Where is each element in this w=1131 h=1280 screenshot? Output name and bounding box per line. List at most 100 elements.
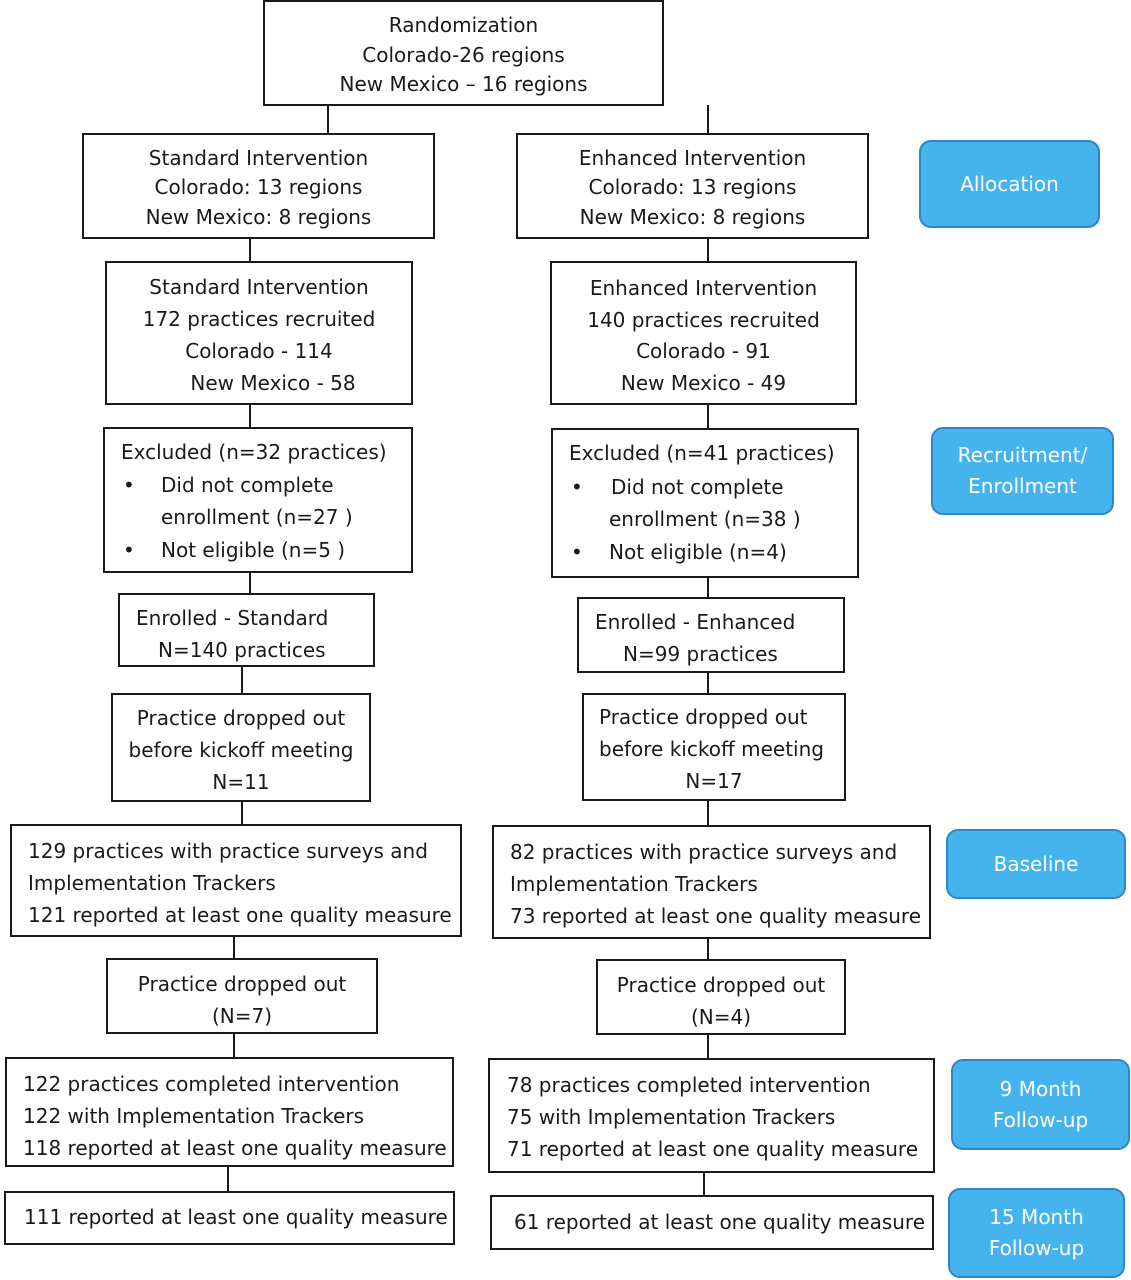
standard-allocation-colorado: Colorado: 13 regions <box>154 175 363 199</box>
enhanced-dropped-kickoff-line-2: before kickoff meeting <box>599 737 824 761</box>
standard-enrolled-title: Enrolled - Standard <box>136 606 329 630</box>
standard-followup9-line-1: 122 practices completed intervention <box>23 1072 400 1096</box>
standard-dropped-box: Practice dropped out (N=7) <box>106 958 378 1034</box>
enhanced-baseline-box: 82 practices with practice surveys and I… <box>492 825 931 939</box>
enhanced-enrolled-box: Enrolled - Enhanced N=99 practices <box>577 597 845 673</box>
connector-left-1 <box>249 238 251 262</box>
standard-allocation-title: Standard Intervention <box>148 146 369 170</box>
standard-excluded-box: Excluded (n=32 practices) • Did not comp… <box>103 427 413 573</box>
standard-excluded-bullet-2: • <box>123 538 135 562</box>
enhanced-excluded-item-1-line-2: enrollment (n=38 ) <box>609 507 801 531</box>
enhanced-dropped-count: (N=4) <box>690 1005 752 1029</box>
connector-left-7 <box>233 1033 235 1058</box>
standard-baseline-line-2: Implementation Trackers <box>28 871 276 895</box>
standard-baseline-line-3: 121 reported at least one quality measur… <box>28 903 452 927</box>
randomization-colorado: Colorado-26 regions <box>362 43 565 67</box>
enhanced-excluded-item-1-line-1: Did not complete <box>611 475 784 499</box>
connector-randomization-stem-right <box>707 105 709 133</box>
enhanced-excluded-box: Excluded (n=41 practices) • Did not comp… <box>551 428 859 578</box>
standard-dropped-kickoff-line-1: Practice dropped out <box>136 706 346 730</box>
enhanced-allocation-box: Enhanced Intervention Colorado: 13 regio… <box>516 133 869 239</box>
enhanced-excluded-bullet-1: • <box>571 475 583 499</box>
standard-recruited-colorado: Colorado - 114 <box>185 339 333 363</box>
enhanced-recruited-box: Enhanced Intervention 140 practices recr… <box>550 261 857 405</box>
connector-right-3 <box>707 577 709 598</box>
randomization-new-mexico: New Mexico – 16 regions <box>339 72 588 96</box>
connector-right-4 <box>707 672 709 694</box>
standard-excluded-item-1-line-2: enrollment (n=27 ) <box>161 505 353 529</box>
enhanced-baseline-line-1: 82 practices with practice surveys and <box>510 840 898 864</box>
standard-enrolled-box: Enrolled - Standard N=140 practices <box>118 593 375 667</box>
connector-right-8 <box>703 1172 705 1196</box>
standard-followup15-line-1: 111 reported at least one quality measur… <box>24 1205 448 1229</box>
connector-left-6 <box>233 936 235 959</box>
enhanced-excluded-title: Excluded (n=41 practices) <box>569 441 835 465</box>
standard-dropped-kickoff-box: Practice dropped out before kickoff meet… <box>111 693 371 802</box>
enhanced-followup15-line-1: 61 reported at least one quality measure <box>514 1210 926 1234</box>
enhanced-followup9-line-3: 71 reported at least one quality measure <box>507 1137 919 1161</box>
stage-recruitment-enrollment: Recruitment/ Enrollment <box>931 427 1114 515</box>
standard-excluded-title: Excluded (n=32 practices) <box>121 440 387 464</box>
enhanced-dropped-kickoff-line-1: Practice dropped out <box>599 705 808 729</box>
stage-allocation: Allocation <box>919 140 1100 228</box>
stage-baseline-label: Baseline <box>993 851 1079 876</box>
stage-recruitment-label-line-1: Recruitment/ <box>957 443 1088 467</box>
enhanced-followup9-line-2: 75 with Implementation Trackers <box>507 1105 836 1129</box>
enhanced-followup9-line-1: 78 practices completed intervention <box>507 1073 871 1097</box>
connector-left-2 <box>249 404 251 428</box>
enhanced-baseline-line-3: 73 reported at least one quality measure <box>510 904 922 928</box>
stage-recruitment-label-line-2: Enrollment <box>968 474 1077 498</box>
connector-right-1 <box>707 238 709 262</box>
stage-followup9-label-line-2: Follow-up <box>992 1107 1089 1132</box>
standard-dropped-line-1: Practice dropped out <box>137 972 347 996</box>
connector-right-5 <box>707 800 709 826</box>
stage-followup9-label-line-1: 9 Month <box>999 1076 1082 1101</box>
connector-right-6 <box>707 938 709 960</box>
stage-followup15-label-line-1: 15 Month <box>989 1205 1084 1229</box>
standard-followup9-line-2: 122 with Implementation Trackers <box>23 1104 365 1128</box>
standard-recruited-title: Standard Intervention <box>149 275 369 299</box>
enhanced-recruited-total: 140 practices recruited <box>587 308 820 332</box>
standard-excluded-item-1-line-1: Did not complete <box>161 473 334 497</box>
standard-allocation-new-mexico: New Mexico: 8 regions <box>145 205 372 229</box>
stage-allocation-label: Allocation <box>960 171 1059 196</box>
stage-15-month-followup: 15 Month Follow-up <box>948 1188 1125 1278</box>
enhanced-recruited-title: Enhanced Intervention <box>589 276 818 300</box>
standard-baseline-box: 129 practices with practice surveys and … <box>10 824 462 937</box>
standard-excluded-bullet-1: • <box>123 473 135 497</box>
enhanced-allocation-colorado: Colorado: 13 regions <box>588 175 797 199</box>
enhanced-excluded-bullet-2: • <box>571 540 583 564</box>
enhanced-recruited-new-mexico: New Mexico - 49 <box>620 371 787 395</box>
standard-dropped-kickoff-count: N=11 <box>212 770 270 794</box>
enhanced-dropped-line-1: Practice dropped out <box>616 973 826 997</box>
stage-baseline: Baseline <box>946 829 1126 899</box>
standard-followup9-box: 122 practices completed intervention 122… <box>5 1057 454 1167</box>
enhanced-followup9-box: 78 practices completed intervention 75 w… <box>488 1058 935 1173</box>
enhanced-enrolled-count: N=99 practices <box>623 642 778 666</box>
stage-9-month-followup: 9 Month Follow-up <box>951 1059 1130 1150</box>
enhanced-allocation-title: Enhanced Intervention <box>578 146 807 170</box>
standard-recruited-box: Standard Intervention 172 practices recr… <box>105 261 413 405</box>
connector-left-4 <box>241 666 243 694</box>
connector-left-5 <box>241 801 243 825</box>
connector-left-3 <box>249 572 251 594</box>
enhanced-dropped-kickoff-count: N=17 <box>685 769 743 793</box>
standard-baseline-line-1: 129 practices with practice surveys and <box>28 839 428 863</box>
standard-allocation-box: Standard Intervention Colorado: 13 regio… <box>82 133 435 239</box>
randomization-box: Randomization Colorado-26 regions New Me… <box>263 0 664 106</box>
enhanced-baseline-line-2: Implementation Trackers <box>510 872 758 896</box>
enhanced-dropped-box: Practice dropped out (N=4) <box>596 959 846 1035</box>
enhanced-followup15-box: 61 reported at least one quality measure <box>490 1195 934 1250</box>
randomization-title: Randomization <box>388 13 539 37</box>
standard-excluded-item-2-line-1: Not eligible (n=5 ) <box>161 538 346 562</box>
enhanced-allocation-new-mexico: New Mexico: 8 regions <box>579 205 806 229</box>
enhanced-recruited-colorado: Colorado - 91 <box>636 339 771 363</box>
standard-enrolled-count: N=140 practices <box>158 638 326 662</box>
standard-dropped-kickoff-line-2: before kickoff meeting <box>128 738 354 762</box>
enhanced-enrolled-title: Enrolled - Enhanced <box>595 610 796 634</box>
connector-right-2 <box>707 404 709 429</box>
standard-followup9-line-3: 118 reported at least one quality measur… <box>23 1136 447 1160</box>
standard-recruited-total: 172 practices recruited <box>142 307 376 331</box>
standard-recruited-new-mexico: New Mexico - 58 <box>190 371 356 395</box>
standard-followup15-box: 111 reported at least one quality measur… <box>4 1191 455 1245</box>
